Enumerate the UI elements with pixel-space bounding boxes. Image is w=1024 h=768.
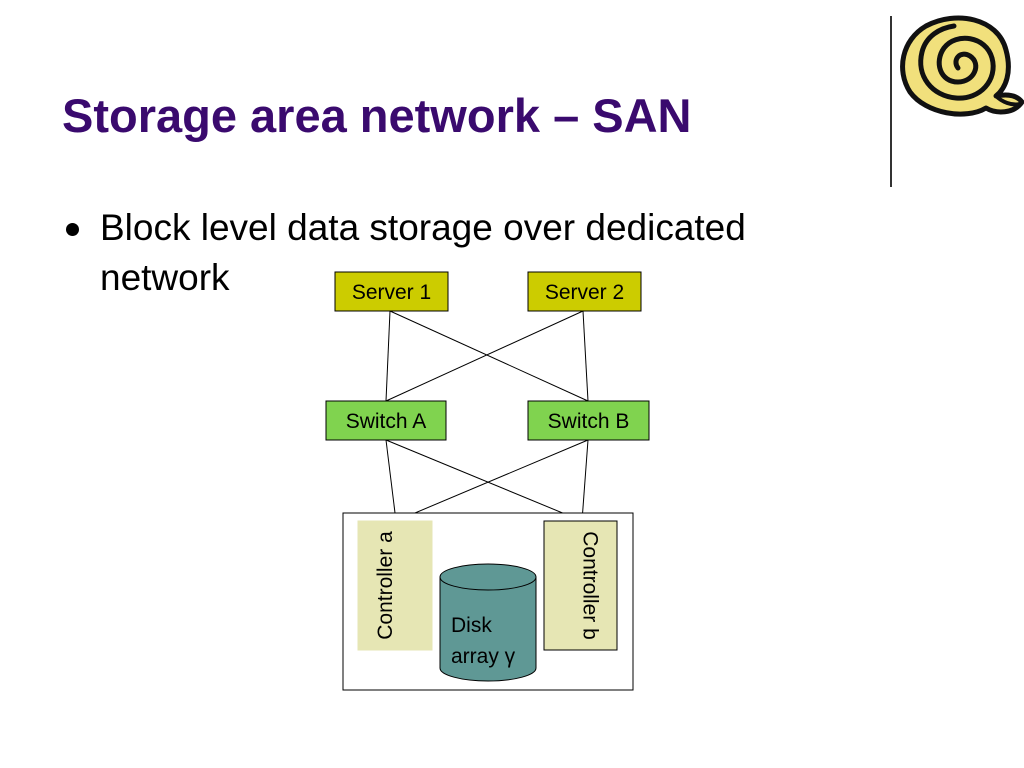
link-server1-switchb	[389, 310, 589, 402]
switch-a-node: Switch A	[325, 400, 447, 441]
switch-b-label: Switch B	[548, 410, 630, 433]
server-1-node: Server 1	[334, 271, 449, 312]
switch-a-label: Switch A	[346, 410, 427, 433]
link-server1-switcha	[385, 310, 391, 402]
link-server2-switchb	[582, 310, 589, 402]
disk-label-line2: array γ	[451, 645, 516, 668]
controller-b-label: Controller b	[579, 531, 602, 640]
link-switchb-controllera	[395, 439, 589, 522]
server-2-node: Server 2	[527, 271, 642, 312]
snail-shell-icon	[900, 15, 1024, 117]
controller-a-node: Controller a	[357, 520, 433, 651]
link-server2-switcha	[385, 310, 584, 402]
server-2-label: Server 2	[545, 281, 624, 304]
slide-title: Storage area network – SAN	[62, 89, 692, 142]
server-1-label: Server 1	[352, 281, 431, 304]
link-switcha-controllerb	[385, 439, 583, 522]
title-divider	[890, 16, 892, 187]
controller-b-node: Controller b	[543, 520, 618, 651]
server-switch-links	[385, 310, 589, 402]
link-switcha-controllera	[385, 439, 397, 522]
bullet-text: Block level data storage over dedicated …	[100, 207, 746, 298]
disk-array-cylinder: Disk array γ	[439, 563, 537, 682]
disk-label-line1: Disk	[451, 614, 492, 637]
switch-b-node: Switch B	[527, 400, 650, 441]
switch-controller-links	[385, 439, 589, 522]
bullet-dot	[66, 223, 79, 236]
link-switchb-controllerb	[581, 439, 589, 522]
controller-a-label: Controller a	[374, 531, 397, 640]
